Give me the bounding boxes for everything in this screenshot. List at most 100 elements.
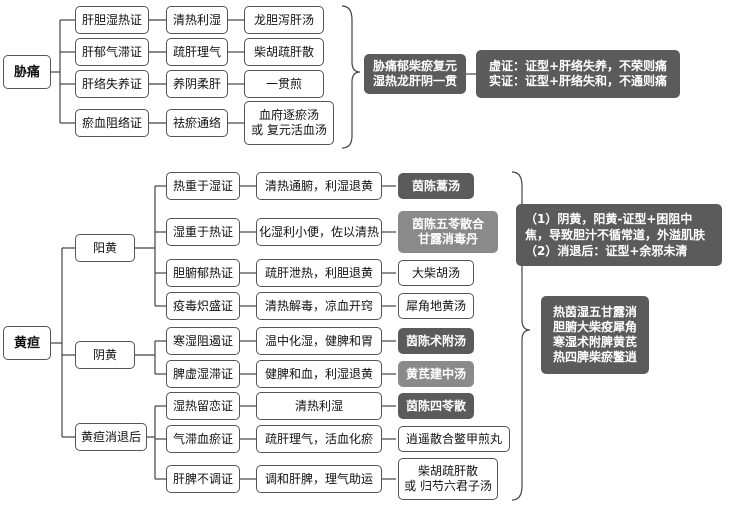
formula-node: 黄芪建中汤	[398, 361, 474, 387]
method-node: 祛瘀通络	[166, 109, 228, 137]
syndrome-node: 肝胆湿热证	[75, 6, 149, 34]
syndrome-node-text: 肝络失养证	[81, 76, 142, 91]
formula-node: 茵陈蒿汤	[398, 173, 474, 199]
formula-node: 柴胡疏肝散或 归芍六君子汤	[398, 458, 498, 500]
method-node-text: 清热通腑，利湿退黄	[264, 178, 373, 193]
method-node-text: 清热利湿	[294, 398, 343, 413]
formula-node: 逍遥散合鳖甲煎丸	[398, 426, 510, 452]
syndrome-node: 热重于湿证	[166, 172, 240, 200]
method-node: 化湿利小便，佐以清热	[256, 218, 382, 246]
syndrome-node: 脾虚湿滞证	[166, 360, 240, 388]
formula-node-text: 或 复元活血汤	[251, 123, 327, 137]
root-xietong: 胁痛	[3, 55, 51, 89]
formula-node-text: 一贯煎	[265, 76, 302, 91]
method-node-text: 调和肝脾，理气助运	[264, 471, 373, 486]
mnemonic-xietong: 胁痛郁柴瘀复元湿热龙肝阴一贯	[364, 54, 466, 94]
mnemonic-huangdan: 热茵湿五甘露消胆腑大柴疫犀角寒湿术附脾黄芪热四脾柴瘀鳖逍	[541, 296, 649, 374]
note-huangdan-text: 焦，导致胆汁不循常道，外溢肌肤	[525, 228, 706, 242]
syndrome-node: 疫毒炽盛证	[166, 292, 240, 320]
root-xietong-text: 胁痛	[13, 64, 40, 80]
formula-node: 茵陈术附汤	[398, 328, 474, 354]
root-huangdan-text: 黄疸	[13, 335, 40, 351]
syndrome-node: 瘀血阻络证	[75, 109, 149, 137]
syndrome-node-text: 脾虚湿滞证	[172, 366, 233, 381]
syndrome-node: 肝脾不调证	[166, 465, 240, 493]
mnemonic-huangdan-text: 寒湿术附脾黄芪	[552, 335, 637, 349]
formula-node: 大柴胡汤	[398, 260, 474, 286]
group-yinhuang-text: 阴黄	[92, 347, 117, 362]
mnemonic-huangdan-text: 热四脾柴瘀鳖逍	[552, 350, 637, 364]
method-node: 清热解毒，凉血开窍	[256, 292, 382, 320]
group-yanghuang: 阳黄	[75, 234, 135, 262]
formula-node: 犀角地黄汤	[398, 293, 474, 319]
formula-node: 茵陈四苓散	[398, 393, 474, 419]
method-node: 养阴柔肝	[166, 70, 228, 98]
method-node-text: 化湿利小便，佐以清热	[258, 224, 379, 239]
note-huangdan: （1）阴黄，阳黄-证型+困阻中焦，导致胆汁不循常道，外溢肌肤（2）消退后：证型+…	[516, 204, 722, 266]
method-node: 清热通腑，利湿退黄	[256, 172, 382, 200]
mnemonic-huangdan-text: 热茵湿五甘露消	[552, 305, 637, 319]
method-node: 疏肝理气	[166, 38, 228, 66]
formula-node: 一贯煎	[244, 70, 324, 98]
method-node-text: 健脾和血，利湿退黄	[264, 366, 373, 381]
syndrome-node: 肝络失养证	[75, 70, 149, 98]
syndrome-node: 湿重于热证	[166, 218, 240, 246]
formula-node-text: 黄芪建中汤	[405, 366, 466, 381]
method-node-text: 疏肝理气，活血化瘀	[264, 431, 373, 446]
formula-node-text: 茵陈术附汤	[405, 333, 466, 348]
method-node: 健脾和血，利湿退黄	[256, 360, 382, 388]
formula-node-text: 柴胡疏肝散	[417, 464, 478, 478]
formula-node-text: 甘露消毒丹	[417, 232, 478, 246]
formula-node-text: 茵陈五苓散合	[411, 217, 484, 231]
formula-node-text: 茵陈四苓散	[405, 398, 466, 413]
syndrome-node-text: 疫毒炽盛证	[172, 298, 233, 313]
syndrome-node-text: 肝脾不调证	[172, 471, 233, 486]
summary-xietong-text: 虚证：证型+肝络失养，不荣则痛	[488, 59, 668, 73]
mnemonic-huangdan-text: 胆腑大柴疫犀角	[552, 320, 637, 334]
formula-node-text: 茵陈蒿汤	[411, 178, 460, 193]
method-node-text: 祛瘀通络	[172, 115, 221, 130]
summary-xietong-text: 实证：证型+肝络失和，不通则痛	[488, 74, 668, 88]
formula-node: 柴胡疏肝散	[244, 38, 324, 66]
group-yinhuang: 阴黄	[75, 341, 135, 369]
formula-node-text: 或 归芍六君子汤	[404, 479, 492, 493]
huangdan-bracket	[511, 171, 531, 501]
formula-node-text: 柴胡疏肝散	[253, 44, 314, 59]
method-node-text: 清热利湿	[172, 12, 221, 27]
formula-node: 血府逐瘀汤或 复元活血汤	[244, 101, 334, 145]
method-node: 疏肝理气，活血化瘀	[256, 425, 382, 453]
syndrome-node-text: 湿热留恋证	[172, 398, 233, 413]
summary-xietong: 虚证：证型+肝络失养，不荣则痛实证：证型+肝络失和，不通则痛	[476, 50, 680, 98]
syndrome-node-text: 肝郁气滞证	[81, 44, 142, 59]
syndrome-node-text: 气滞血瘀证	[172, 431, 233, 446]
syndrome-node: 寒湿阻遏证	[166, 327, 240, 355]
group-after-text: 黄疸消退后	[80, 429, 141, 444]
method-node: 清热利湿	[166, 6, 228, 34]
note-huangdan-text: （1）阴黄，阳黄-证型+困阻中	[525, 212, 693, 226]
method-node: 调和肝脾，理气助运	[256, 465, 382, 493]
method-node: 温中化湿，健脾和胃	[256, 327, 382, 355]
method-node-text: 温中化湿，健脾和胃	[264, 333, 373, 348]
method-node-text: 清热解毒，凉血开窍	[264, 298, 373, 313]
formula-node-text: 大柴胡汤	[411, 265, 460, 280]
formula-node-text: 逍遥散合鳖甲煎丸	[405, 431, 502, 446]
syndrome-node-text: 热重于湿证	[172, 178, 233, 193]
formula-node-text: 犀角地黄汤	[405, 298, 466, 313]
method-node: 疏肝泄热，利胆退黄	[256, 259, 382, 287]
group-yanghuang-text: 阳黄	[92, 240, 117, 255]
mnemonic-xietong-text: 胁痛郁柴瘀复元	[372, 59, 457, 73]
syndrome-node-text: 肝胆湿热证	[81, 12, 142, 27]
method-node: 清热利湿	[256, 392, 382, 420]
syndrome-node: 气滞血瘀证	[166, 425, 240, 453]
syndrome-node-text: 胆腑郁热证	[172, 265, 233, 280]
method-node-text: 养阴柔肝	[172, 76, 221, 91]
formula-node-text: 血府逐瘀汤	[258, 108, 319, 122]
syndrome-node: 胆腑郁热证	[166, 259, 240, 287]
formula-node: 龙胆泻肝汤	[244, 6, 324, 34]
syndrome-node: 肝郁气滞证	[75, 38, 149, 66]
syndrome-node: 湿热留恋证	[166, 392, 240, 420]
formula-node-text: 龙胆泻肝汤	[253, 12, 314, 27]
xietong-bracket	[341, 5, 361, 149]
